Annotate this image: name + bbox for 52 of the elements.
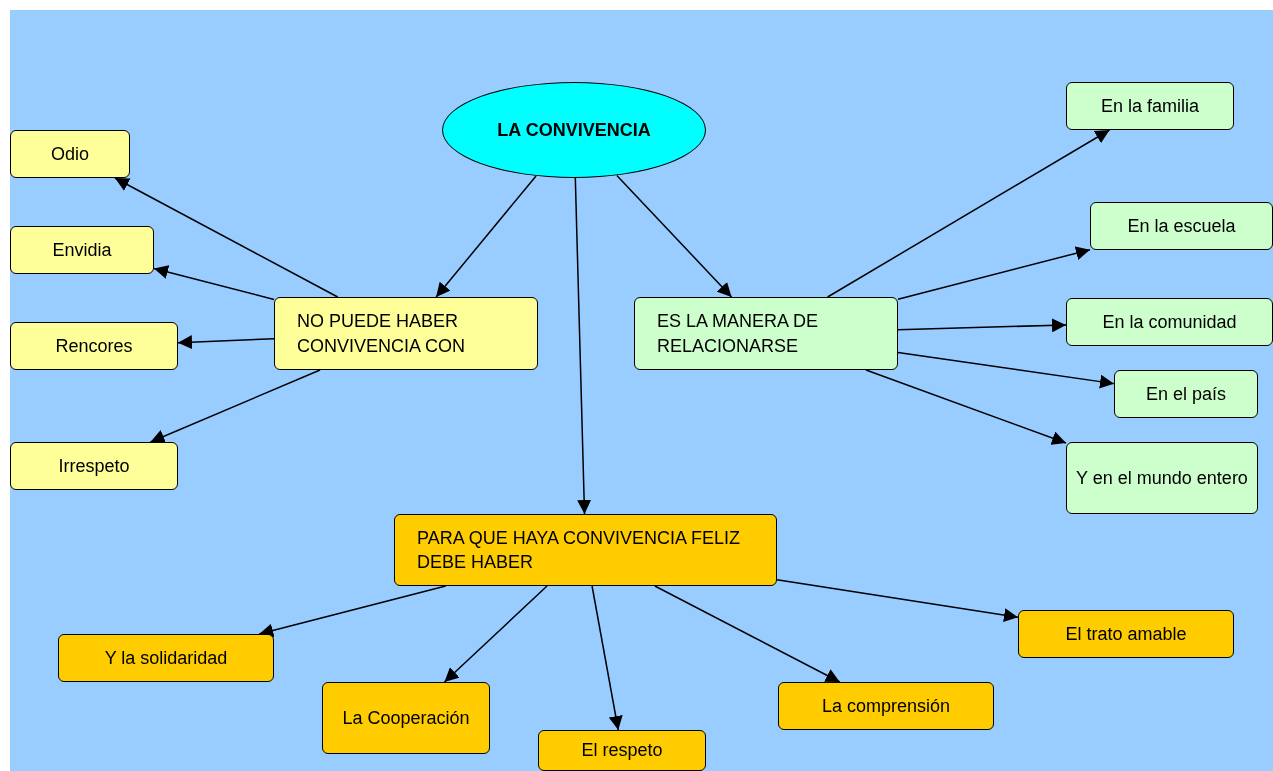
concept-box <box>778 682 994 730</box>
arrow <box>574 177 592 515</box>
concept-box <box>538 730 706 771</box>
concept-box <box>10 442 178 490</box>
node-label: Irrespeto <box>58 454 130 478</box>
arrow <box>177 335 275 350</box>
node-label: El trato amable <box>1065 622 1187 646</box>
arrow <box>258 585 447 638</box>
node-label: Rencores <box>55 334 133 358</box>
concept-box <box>10 130 130 178</box>
node-label: La Cooperación <box>342 706 470 730</box>
arrow <box>865 369 1067 445</box>
concept-box <box>10 322 178 370</box>
node-label: Envidia <box>52 238 112 262</box>
arrow <box>897 351 1115 389</box>
arrow <box>149 369 321 443</box>
node-label: El respeto <box>581 739 663 763</box>
node-label: LA CONVIVENCIA <box>497 118 651 142</box>
concept-box <box>58 634 274 682</box>
node-label: Y la solidaridad <box>104 646 228 670</box>
concept-box <box>1090 202 1273 250</box>
node-label: Y en el mundo entero <box>1076 466 1248 490</box>
arrow <box>114 177 339 298</box>
arrow <box>776 579 1019 622</box>
arrow <box>616 174 733 298</box>
node-label: NO PUEDE HABER CONVIVENCIA CON <box>297 310 467 358</box>
concept-box <box>1018 610 1234 658</box>
arrow <box>826 129 1111 298</box>
concept-box <box>274 297 538 370</box>
arrow <box>897 246 1091 301</box>
node-label: ES LA MANERA DE RELACIONARSE <box>657 310 820 358</box>
concept-box <box>1114 370 1258 418</box>
concept-box <box>10 226 154 274</box>
node-label: Odio <box>51 142 89 166</box>
node-label: PARA QUE HAYA CONVIVENCIA FELIZ DEBE HABER <box>417 526 742 574</box>
arrow <box>443 585 548 683</box>
arrow <box>897 318 1067 333</box>
arrow <box>591 585 623 731</box>
arrow <box>654 585 841 683</box>
concept-box <box>1066 442 1258 514</box>
node-label: En el país <box>1145 382 1227 406</box>
node-label: En la familia <box>1100 94 1199 118</box>
concept-box <box>634 297 898 370</box>
concept-box <box>394 514 777 586</box>
node-label: En la escuela <box>1127 214 1236 238</box>
node-label: En la comunidad <box>1102 310 1237 334</box>
arrow <box>435 175 537 298</box>
arrow <box>153 265 275 301</box>
concept-box <box>1066 82 1234 130</box>
concept-box <box>1066 298 1273 346</box>
node-label: La comprensión <box>821 694 951 718</box>
concept-box <box>322 682 490 754</box>
